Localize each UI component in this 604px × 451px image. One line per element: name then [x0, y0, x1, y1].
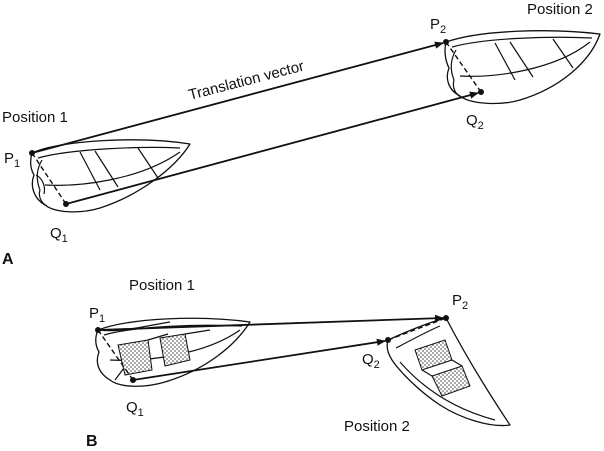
label-p1-a-main: P: [4, 150, 14, 167]
label-q2-b: Q2: [362, 351, 380, 371]
label-q1-a-sub: 1: [62, 233, 68, 245]
position-2-label-b: Position 2: [344, 418, 410, 435]
label-q1-b: Q1: [126, 399, 144, 419]
boat-a-position-2: [443, 30, 601, 105]
label-p1-b-main: P: [89, 305, 99, 322]
label-p2-b: P2: [452, 292, 468, 312]
motion-vector-p: [97, 314, 444, 331]
label-p2-b-sub: 2: [462, 300, 468, 312]
label-q2-a-sub: 2: [478, 120, 484, 132]
panel-b: Position 1 Position 2 P1 Q1 P2 Q2 B: [86, 277, 511, 450]
translation-vector-p: [31, 41, 444, 154]
label-p1-a-sub: 1: [14, 158, 20, 170]
label-p1-b: P1: [89, 305, 105, 325]
position-2-label-a: Position 2: [527, 1, 593, 18]
label-p2-b-main: P: [452, 292, 462, 309]
label-q2-b-main: Q: [362, 351, 374, 368]
position-1-label-b: Position 1: [129, 277, 195, 294]
label-q1-b-main: Q: [126, 399, 138, 416]
label-q1-b-sub: 1: [138, 407, 144, 419]
label-p2-a-sub: 2: [440, 24, 446, 36]
boat-b-position-1: [95, 317, 251, 387]
label-q1-a-main: Q: [50, 225, 62, 242]
label-q1-a: Q1: [50, 225, 68, 245]
boat-b-position-2: [385, 315, 511, 427]
boat-a-position-1: [29, 139, 191, 213]
position-1-label-a: Position 1: [2, 109, 68, 126]
label-p1-a: P1: [4, 150, 20, 170]
label-q2-a: Q2: [466, 112, 484, 132]
panel-a: Position 1 Position 2 Translation vector…: [2, 1, 601, 268]
translation-vector-label: Translation vector: [187, 58, 306, 104]
panel-b-letter: B: [86, 433, 98, 450]
label-q2-a-main: Q: [466, 112, 478, 129]
label-q2-b-sub: 2: [374, 359, 380, 371]
panel-a-letter: A: [2, 251, 14, 268]
motion-vector-q: [132, 338, 386, 381]
label-p2-a: P2: [430, 16, 446, 36]
translation-vector-q: [65, 91, 479, 205]
label-p1-b-sub: 1: [99, 313, 105, 325]
label-p2-a-main: P: [430, 16, 440, 33]
